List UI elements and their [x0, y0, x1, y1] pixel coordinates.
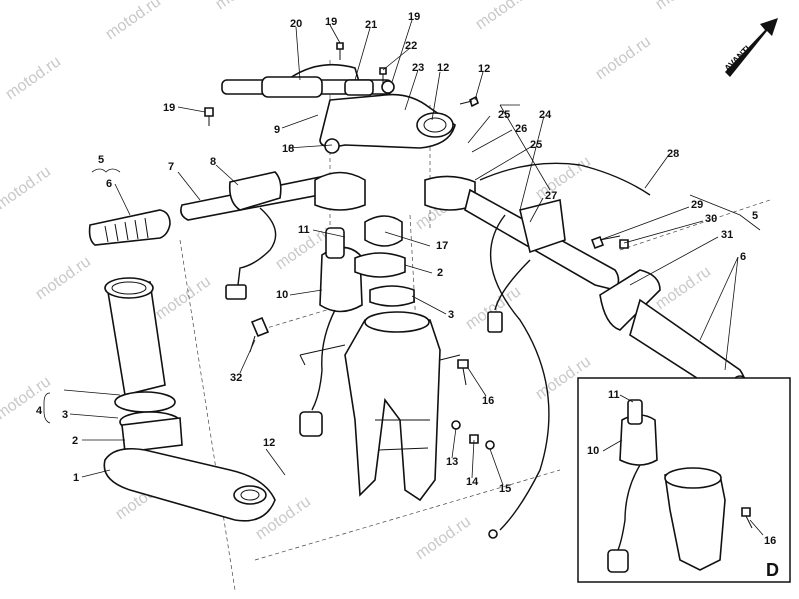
- callout-24: 24: [539, 109, 552, 121]
- right-handlebar-assembly: [424, 162, 751, 539]
- callout-14: 14: [466, 476, 479, 488]
- callout-4: 4: [36, 405, 43, 417]
- callout-17: 17: [436, 240, 448, 252]
- callout-6: 6: [740, 251, 746, 263]
- watermark-text: motod.ru: [3, 53, 64, 103]
- watermark-text: motod.ru: [0, 373, 54, 423]
- callout-15: 15: [499, 483, 511, 495]
- inset-detail-d: [577, 377, 791, 583]
- callout-25: 25: [498, 109, 510, 121]
- callout-10: 10: [276, 289, 288, 301]
- callout-16: 16: [764, 535, 776, 547]
- callout-18: 18: [282, 143, 294, 155]
- callout-3: 3: [448, 309, 454, 321]
- callout-31: 31: [721, 229, 733, 241]
- inset-label: D: [766, 560, 779, 580]
- callout-9: 9: [274, 124, 280, 136]
- watermark-text: motod.ru: [593, 33, 654, 83]
- callout-12: 12: [437, 62, 449, 74]
- callout-7: 7: [168, 161, 174, 173]
- callout-6: 6: [106, 178, 112, 190]
- frame-headstock: [299, 311, 461, 502]
- watermark-text: motod.ru: [653, 263, 714, 313]
- watermark-text: motod.ru: [653, 0, 714, 13]
- callout-21: 21: [365, 19, 377, 31]
- left-handlebar-assembly: [88, 171, 366, 300]
- callout-25: 25: [530, 139, 542, 151]
- watermark-text: motod.ru: [0, 163, 54, 213]
- watermark-text: motod.ru: [213, 0, 274, 13]
- watermark-text: motod.ru: [413, 513, 474, 563]
- watermark-text: motod.ru: [33, 253, 94, 303]
- callout-12: 12: [263, 437, 275, 449]
- callout-1: 1: [73, 472, 79, 484]
- callout-5: 5: [752, 210, 758, 222]
- callout-11: 11: [298, 224, 310, 236]
- callout-10: 10: [587, 445, 599, 457]
- left-fork-assembly: [103, 277, 276, 522]
- callout-26: 26: [515, 123, 527, 135]
- callout-22: 22: [405, 40, 417, 52]
- watermark-text: motod.ru: [533, 153, 594, 203]
- callout-19: 19: [408, 11, 420, 23]
- callout-19: 19: [163, 102, 175, 114]
- steering-damper-assembly: [204, 42, 479, 154]
- direction-arrow-label: AVANTI: [722, 44, 752, 74]
- callout-12: 12: [478, 63, 490, 75]
- fasteners-group: [451, 359, 495, 450]
- callout-11: 11: [608, 389, 620, 401]
- direction-arrow: [725, 18, 778, 77]
- callout-19: 19: [325, 16, 337, 28]
- watermark-text: motod.ru: [103, 0, 164, 43]
- callout-5: 5: [98, 154, 104, 166]
- leader-lines: [43, 19, 764, 536]
- callout-27: 27: [545, 190, 557, 202]
- callout-3: 3: [62, 409, 68, 421]
- callout-16: 16: [482, 395, 494, 407]
- watermark-text: motod.ru: [473, 0, 534, 33]
- watermark-text: motod.ru: [153, 273, 214, 323]
- callout-2: 2: [72, 435, 78, 447]
- callout-30: 30: [705, 213, 717, 225]
- callout-13: 13: [446, 456, 458, 468]
- callout-29: 29: [691, 199, 703, 211]
- callout-20: 20: [290, 18, 302, 30]
- callout-2: 2: [437, 267, 443, 279]
- callout-28: 28: [667, 148, 679, 160]
- callout-32: 32: [230, 372, 242, 384]
- callout-8: 8: [210, 156, 216, 168]
- callout-23: 23: [412, 62, 424, 74]
